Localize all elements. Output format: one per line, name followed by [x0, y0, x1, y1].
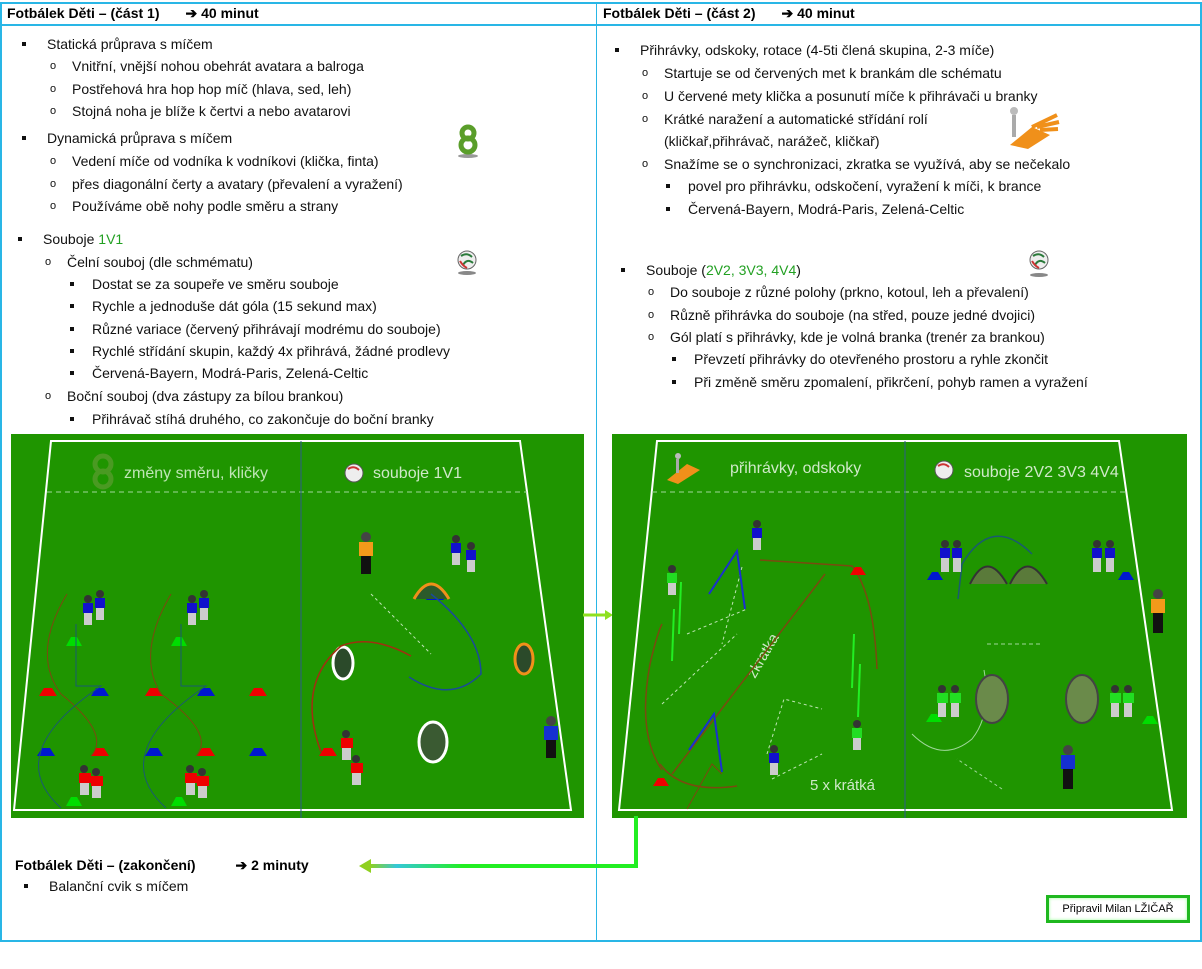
list-item: Čelní souboj (dle schmématu) — [45, 253, 253, 271]
field-label-left: změny směru, kličky — [124, 465, 268, 482]
finale-title: Fotbálek Děti – (zakončení) — [15, 857, 196, 873]
figure-eight-icon — [92, 453, 114, 490]
souboje-highlight: 2V2, 3V3, 4V4 — [705, 262, 797, 278]
list-item: Červená-Bayern, Modrá-Paris, Zelená-Celt… — [69, 365, 369, 381]
list-item: přes diagonální čerty a avatary (převale… — [50, 175, 403, 193]
list-item: Převzetí přihrávky do otevřeného prostor… — [671, 351, 1049, 367]
football-icon — [934, 460, 954, 480]
list-item: Při změně směru zpomalení, přikrčení, po… — [672, 374, 1088, 390]
column-divider — [596, 2, 597, 940]
souboje-close: ) — [796, 262, 801, 278]
list-item: Různě přihrávka do souboje (na střed, po… — [648, 306, 1035, 324]
list-item: Rychle a jednoduše dát góla (15 sekund m… — [70, 298, 377, 314]
list-item: Souboje (2V2, 3V3, 4V4) — [621, 261, 801, 279]
list-item: Vedení míče od vodníka k vodníkovi (klič… — [50, 152, 379, 170]
author-credit: Připravil Milan LŽIČAŘ — [1046, 895, 1190, 923]
list-item: Boční souboj (dva zástupy za bílou brank… — [45, 387, 343, 405]
list-item: povel pro přihrávku, odskočení, vyražení… — [665, 178, 1042, 194]
list-item: (kličkař,přihrávač, narážeč, kličkař) — [664, 133, 880, 149]
finale-duration: ➔ 2 minuty — [235, 857, 309, 873]
passing-figure-icon — [1010, 107, 1060, 149]
list-item: Statická průprava s míčem — [22, 36, 213, 52]
part1-duration: ➔ 40 minut — [185, 5, 259, 21]
players — [667, 520, 1134, 775]
souboje-label: Souboje ( — [646, 262, 706, 278]
players-red — [79, 730, 363, 798]
souboje-highlight: 1V1 — [98, 231, 124, 247]
list-item: Snažíme se o synchronizaci, zkratka se v… — [642, 155, 1070, 173]
list-item: Gól platí s přihrávky, kde je volná bran… — [648, 328, 1045, 346]
field-label-right: souboje 2V2 3V3 4V4 — [964, 464, 1119, 481]
list-item: Krátké naražení a automatické střídání r… — [642, 110, 928, 128]
part1-header: Fotbálek Děti – (část 1) ➔ 40 minut — [7, 5, 259, 22]
field-label-left: přihrávky, odskoky — [730, 460, 861, 477]
list-item: Rychlé střídání skupin, každý 4x přihráv… — [70, 343, 450, 359]
coach-blue — [544, 716, 558, 758]
poles — [671, 548, 861, 773]
list-item: Dynamická průprava s míčem — [21, 130, 233, 146]
list-item: Přihrávač stíhá druhého, co zakončuje do… — [70, 411, 434, 427]
football-icon — [344, 463, 364, 483]
goals — [331, 582, 535, 764]
list-item: Postřehová hra hop hop míč (hlava, sed, … — [50, 80, 351, 98]
part2-duration: ➔ 40 minut — [781, 5, 855, 21]
part1-title: Fotbálek Děti – (část 1) — [7, 5, 160, 21]
list-item: Používáme obě nohy podle směru a strany — [50, 197, 338, 215]
players-blue — [83, 535, 476, 625]
list-item: U červené mety klička a posunutí míče k … — [642, 87, 1037, 105]
coach-orange — [359, 532, 373, 574]
finale-header: Fotbálek Děti – (zakončení) ➔ 2 minuty — [15, 857, 309, 874]
goals — [969, 565, 1099, 724]
field-label-right: souboje 1V1 — [373, 465, 462, 482]
header-divider — [0, 24, 1202, 26]
list-item: Stojná noha je blíže k čertvi a nebo ava… — [50, 102, 351, 120]
pitch-diagram-part1: změny směru, kličky souboje 1V1 — [11, 434, 584, 818]
list-item: Balanční cvik s míčem — [23, 878, 189, 894]
football-icon — [1029, 250, 1049, 277]
movement-paths — [38, 593, 482, 809]
list-item: Startuje se od červených met k brankám d… — [642, 64, 1002, 82]
list-item: Dostat se za soupeře ve směru souboje — [70, 276, 339, 292]
list-item: Vnitřní, vnější nohou obehrát avatara a … — [50, 57, 364, 75]
passing-figure-icon — [667, 453, 700, 484]
part2-header: Fotbálek Děti – (část 2) ➔ 40 minut — [603, 5, 855, 22]
short-pass-count-label: 5 x krátká — [810, 777, 876, 794]
football-icon — [457, 250, 477, 275]
connector-arrow — [583, 610, 613, 620]
transition-arrow — [359, 816, 638, 873]
souboje-label: Souboje — [43, 231, 95, 247]
list-item: Červená-Bayern, Modrá-Paris, Zelená-Celt… — [665, 201, 965, 217]
part2-title: Fotbálek Děti – (část 2) — [603, 5, 756, 21]
cones — [653, 567, 1158, 786]
list-item: Souboje 1V1 — [17, 230, 124, 248]
outer-frame — [0, 2, 1202, 942]
list-item: Do souboje z různé polohy (prkno, kotoul… — [648, 283, 1029, 301]
pitch-diagram-part2: přihrávky, odskoky souboje 2V2 3V3 4V4 z… — [612, 434, 1187, 818]
coaches — [1061, 589, 1165, 789]
list-item: Různé variace (červený přihrávají modrém… — [70, 321, 441, 337]
list-item: Přihrávky, odskoky, rotace (4-5ti člená … — [614, 42, 995, 58]
movement-paths — [644, 535, 1040, 810]
figure-eight-icon — [458, 124, 478, 158]
